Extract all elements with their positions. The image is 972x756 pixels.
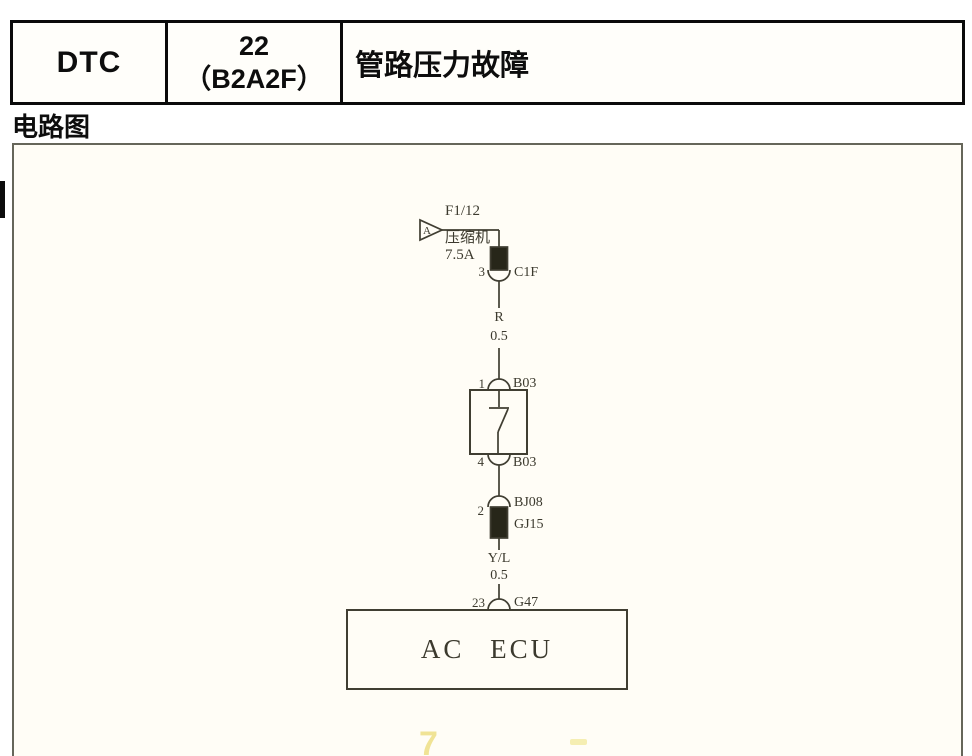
joint-gj15-icon (489, 506, 509, 539)
scan-smudge (570, 739, 587, 745)
circuit-schematic: A F1/12 压缩机 7.5A 3 C1F R 0.5 1 B03 4 B03… (346, 203, 628, 690)
b03-top-name-label: B03 (513, 376, 536, 391)
gj15-name-label: GJ15 (514, 517, 544, 532)
fuse-rating-label: 7.5A (445, 247, 475, 263)
c1f-name-label: C1F (514, 265, 538, 280)
wire-top-color-label: R (494, 310, 504, 325)
dtc-code-cell: 22 （B2A2F） (168, 23, 343, 102)
bj08-pin-label: 2 (478, 503, 485, 518)
g47-pin-label: 23 (472, 595, 485, 610)
dtc-header-table: DTC 22 （B2A2F） 管路压力故障 (10, 20, 965, 105)
ac-ecu-label: AC ECU (421, 634, 553, 664)
connector-b03-top-icon (487, 378, 511, 391)
page-edge-mark (0, 181, 5, 218)
dtc-code-id: （B2A2F） (184, 63, 324, 94)
c1f-pin-label: 3 (479, 264, 486, 279)
dtc-code-number: 22 (238, 31, 270, 62)
wire-bottom-color-label: Y/L (488, 551, 511, 566)
wire-bottom-gauge-label: 0.5 (490, 568, 508, 583)
b03-top-pin-label: 1 (479, 376, 486, 391)
power-feed-letter: A (423, 225, 431, 237)
g47-name-label: G47 (514, 595, 538, 610)
dtc-label: DTC (56, 45, 122, 79)
power-feed-arrow-icon (419, 218, 445, 242)
connector-c1f-icon (487, 269, 511, 282)
fuse-element-icon (489, 246, 509, 271)
dtc-label-cell: DTC (13, 23, 168, 102)
fuse-name-label: F1/12 (445, 203, 480, 219)
switch-blade (497, 408, 509, 433)
dtc-description: 管路压力故障 (355, 49, 530, 82)
section-title: 电路图 (12, 112, 91, 142)
dtc-description-cell: 管路压力故障 (343, 23, 962, 102)
scan-watermark: 7 (419, 725, 438, 756)
ac-ecu-box (346, 609, 628, 690)
connector-bj08-icon (487, 495, 511, 508)
connector-b03-bottom-icon (487, 453, 511, 466)
bj08-name-label: BJ08 (514, 495, 543, 510)
circuit-diagram-frame: A F1/12 压缩机 7.5A 3 C1F R 0.5 1 B03 4 B03… (12, 143, 963, 756)
wire-top-gauge-label: 0.5 (490, 329, 508, 344)
fuse-component-label: 压缩机 (445, 229, 490, 246)
b03-bottom-name-label: B03 (513, 455, 536, 470)
connector-g47-icon (487, 598, 511, 611)
b03-bottom-pin-label: 4 (478, 454, 485, 469)
